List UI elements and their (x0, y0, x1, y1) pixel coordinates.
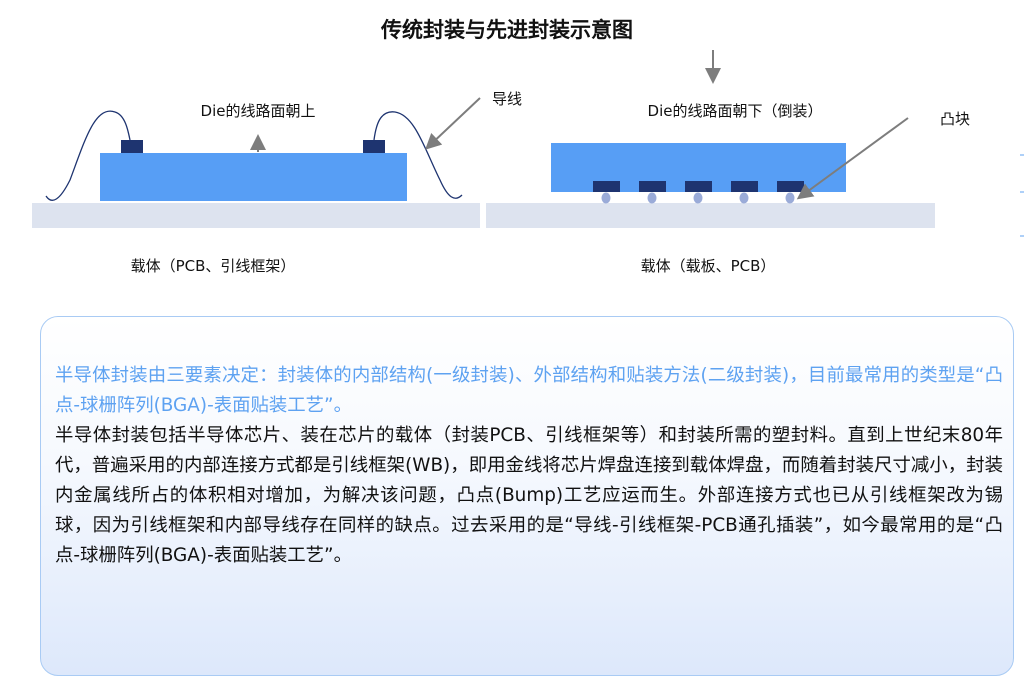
bump-pointer-arrow (796, 117, 909, 200)
bond-wire (45, 110, 131, 201)
wire-pointer-arrow (425, 97, 481, 150)
diagram-title: 传统封装与先进封装示意图 (381, 18, 633, 42)
description-box (40, 316, 1014, 676)
traditional-package (32, 97, 481, 228)
carrier-right (486, 203, 935, 228)
pad (363, 140, 385, 153)
body-paragraph: 半导体封装包括半导体芯片、装在芯片的载体（封装PCB、引线框架等）和封装所需的塑… (55, 425, 1003, 566)
bumps (601, 192, 795, 204)
highlight-paragraph: 半导体封装由三要素决定：封装体的内部结构(一级封装)、外部结构和贴装方法(二级封… (55, 365, 1003, 416)
right-carrier-label: 载体（载板、PCB） (640, 257, 776, 275)
wire-label: 导线 (492, 90, 523, 108)
left-carrier-label: 载体（PCB、引线框架） (130, 257, 296, 275)
flip-chip-package (486, 50, 935, 228)
edge-ticks (1020, 154, 1024, 237)
package-diagrams (32, 50, 1024, 237)
pads (593, 181, 804, 192)
description-text: 半导体封装由三要素决定：封装体的内部结构(一级封装)、外部结构和贴装方法(二级封… (55, 361, 1003, 571)
bump-label: 凸块 (940, 110, 971, 128)
die-face-down-label: Die的线路面朝下（倒装） (647, 102, 823, 120)
die-face-up-label: Die的线路面朝上 (200, 102, 316, 120)
die-left (100, 153, 407, 201)
bond-wire (373, 111, 463, 199)
carrier-left (32, 203, 480, 228)
pad (121, 140, 143, 153)
